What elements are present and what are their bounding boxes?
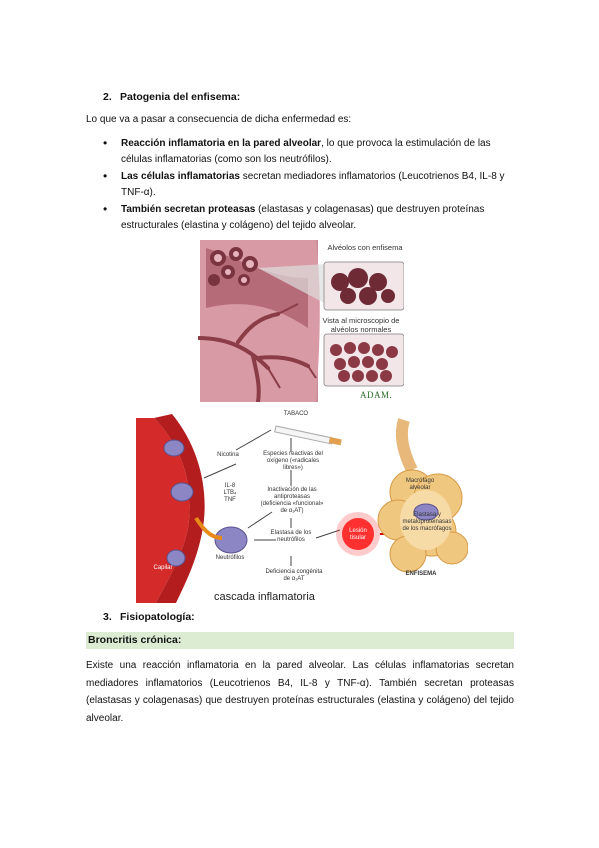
list-item-text: secretan mediadores inflamatorios (Leuco… xyxy=(121,171,505,198)
pathogenesis-list: Reacción inflamatoria en la pared alveol… xyxy=(103,136,523,235)
elastasa-label: Elastasa de los neutrófilos xyxy=(270,530,312,543)
list-item-text: (elastasas y colagenasas) que destruyen … xyxy=(121,204,485,231)
especies-label: Especies reactivas del oxígeno («radical… xyxy=(263,451,323,471)
cascade-caption: cascada inflamatoria xyxy=(214,591,315,603)
adam-credit: ADAM. xyxy=(360,390,393,400)
inflammatory-cascade-diagram xyxy=(136,414,468,603)
macrofago-label: Macrófago alveolar xyxy=(405,478,435,491)
list-item: Reacción inflamatoria en la pared alveol… xyxy=(103,136,523,167)
lung-emphysema-illustration xyxy=(198,238,404,402)
capilar-label: Capilar xyxy=(153,565,173,571)
nicotina-label: Nicotina xyxy=(217,452,239,458)
emphysema-alveoli-label: Alvéolos con enfisema xyxy=(327,243,403,252)
inactivacion-label: Inactivación de las antiproteasas (defic… xyxy=(260,487,324,514)
subsection-title: Broncritis crónica: xyxy=(88,634,182,646)
enfisema-label: ENFISEMA xyxy=(405,571,437,577)
section-2-number: 2. xyxy=(103,91,112,103)
list-item: También secretan proteasas (elastasas y … xyxy=(103,202,523,233)
normal-alveoli-label: Vista al microscopio de alvéolos normale… xyxy=(322,316,400,334)
intro-paragraph: Lo que va a pasar a consecuencia de dich… xyxy=(86,114,352,125)
tabaco-label: TABACO xyxy=(283,411,309,417)
section-2-title: Patogenia del enfisema: xyxy=(120,91,241,103)
subsection-band: Broncritis crónica: xyxy=(86,632,514,649)
mediators-label: IL-8 LTB₄ TNF xyxy=(223,483,237,503)
lesion-label: Lesión tisular xyxy=(349,528,367,541)
list-item-bold: Reacción inflamatoria en la pared alveol… xyxy=(121,138,322,149)
deficiencia-label: Deficiencia congénita de α₁AT xyxy=(265,569,323,582)
list-item-bold: Las células inflamatorias xyxy=(121,171,240,182)
section-3-heading: 3. Fisiopatología: xyxy=(103,611,195,623)
elastasa-macrofagos-label: Elastasa y metaloproteinasas de los macr… xyxy=(402,512,452,532)
list-item-bold: También secretan proteasas xyxy=(121,204,256,215)
list-item-text: , lo que provoca la estimulación de las … xyxy=(121,138,491,165)
neutrofilos-label: Neutrófilos xyxy=(215,555,245,561)
section-3-title: Fisiopatología: xyxy=(120,611,195,623)
section-2-heading: 2. Patogenia del enfisema: xyxy=(103,91,240,103)
body-paragraph: Existe una reacción inflamatoria en la p… xyxy=(86,660,514,724)
list-item: Las células inflamatorias secretan media… xyxy=(103,169,523,200)
section-3-number: 3. xyxy=(103,611,112,623)
